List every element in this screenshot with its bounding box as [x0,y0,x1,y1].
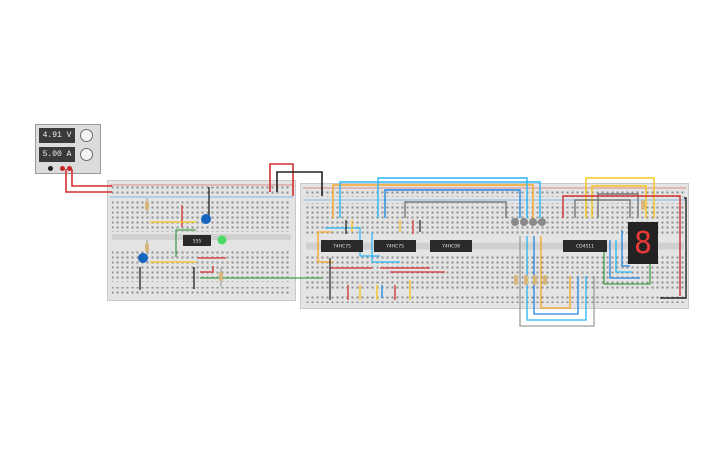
ic-555 [183,235,211,246]
ic-mux-label: 74HC08 [442,244,460,250]
negative-terminal[interactable] [48,166,53,171]
wire-board-link-red [269,163,294,196]
ic-counter-1-label: 74HC75 [333,244,351,250]
resistor-r3 [219,268,223,287]
led-bank [511,218,546,226]
current-display: 5.00 A [39,147,75,162]
positive-terminal-2[interactable] [67,166,72,171]
ic-counter-1 [321,240,363,252]
ic-555-label: 555 [193,239,202,245]
wire-board-link-black [276,171,323,196]
wire-supply-positive-2 [71,169,112,187]
wire-supply-positive [65,169,112,193]
voltage-display: 4.91 V [39,128,75,143]
capacitor-c1 [201,214,211,224]
ic-mux [430,240,472,252]
seven-segment-digit: 8 [634,226,652,261]
resistor-bank [514,200,645,285]
capacitor-c2 [138,253,148,263]
positive-terminal-1[interactable] [60,166,65,171]
power-supply[interactable]: 4.91 V 5.00 A [35,124,101,174]
seven-segment-display [628,222,658,264]
resistor-r2 [145,240,149,256]
ic-decoder [563,240,607,252]
ic-decoder-label: CD4511 [576,244,594,250]
ic-counter-2-label: 74HC75 [386,244,404,250]
current-knob[interactable] [80,148,93,161]
voltage-knob[interactable] [80,129,93,142]
resistor-r1 [145,198,149,214]
ic-counter-2 [374,240,416,252]
led-green [217,235,227,245]
